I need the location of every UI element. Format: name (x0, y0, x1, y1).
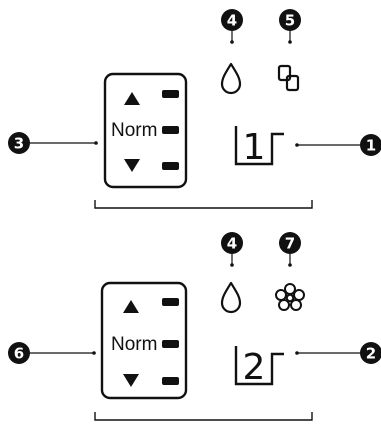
mode-selector-bottom[interactable]: Norm (100, 281, 188, 400)
compartment-display-bottom: 2 (234, 346, 284, 388)
display-digit: 1 (243, 127, 266, 168)
compartment-display-top: 1 (234, 126, 284, 168)
level-bar-low (162, 377, 179, 385)
group-bracket-bottom (94, 412, 313, 421)
svg-text:5: 5 (285, 12, 295, 30)
svg-text:2: 2 (366, 345, 376, 363)
svg-text:3: 3 (14, 135, 24, 153)
callout-4-top: 4 (221, 9, 243, 44)
top-panel: 4 5 Norm (8, 9, 381, 209)
svg-text:7: 7 (285, 235, 295, 253)
callout-5-top: 5 (279, 9, 301, 44)
level-bar-low (162, 162, 179, 170)
mode-selector-top[interactable]: Norm (103, 72, 188, 189)
callout-2: 2 (295, 342, 381, 364)
callout-3: 3 (8, 132, 98, 154)
group-bracket-top (94, 200, 313, 209)
callout-7: 7 (279, 232, 301, 267)
up-arrow-icon[interactable] (124, 92, 140, 105)
level-bar-mid (162, 340, 179, 348)
svg-text:4: 4 (227, 12, 237, 30)
svg-text:4: 4 (227, 235, 237, 253)
down-arrow-icon[interactable] (124, 159, 140, 172)
bottom-panel: 4 7 Norm (8, 232, 381, 421)
mode-label: Norm (111, 120, 157, 141)
down-arrow-icon[interactable] (123, 374, 139, 387)
display-digit: 2 (243, 347, 266, 388)
level-bar-high (162, 298, 179, 306)
mode-label: Norm (111, 334, 157, 355)
level-bar-high (162, 90, 179, 98)
callout-1: 1 (295, 134, 381, 156)
callout-6: 6 (8, 342, 96, 364)
up-arrow-icon[interactable] (123, 300, 139, 313)
ice-chain-icon (277, 64, 300, 92)
water-drop-icon (220, 62, 242, 95)
svg-text:6: 6 (14, 345, 24, 363)
svg-text:1: 1 (366, 137, 376, 155)
flower-icon (275, 283, 305, 311)
callout-4-bottom: 4 (221, 232, 243, 267)
water-drop-icon (220, 281, 242, 314)
level-bar-mid (162, 126, 179, 134)
